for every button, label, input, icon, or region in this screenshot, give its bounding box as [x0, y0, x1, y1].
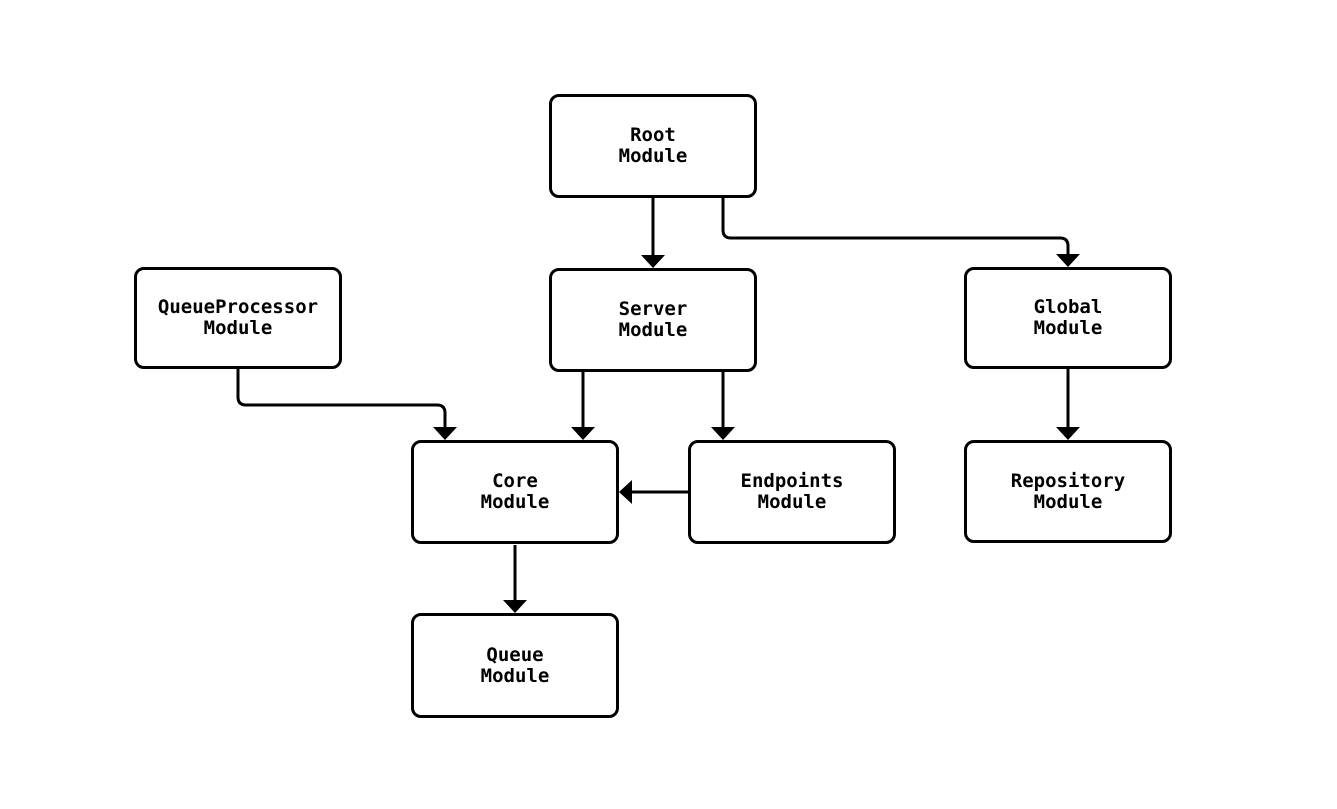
node-queueprocessor-module: QueueProcessor Module [134, 267, 342, 369]
node-label: Module [1033, 317, 1103, 339]
node-label: Module [203, 317, 273, 339]
node-label: Module [480, 664, 550, 687]
node-root-module: Root Module [549, 94, 757, 198]
arrowhead-root-to-global [1056, 254, 1080, 267]
node-label: Endpoints [740, 470, 844, 492]
node-label: Core [492, 470, 538, 492]
arrowhead-queueprocessor-to-core [433, 427, 457, 440]
node-label: Global [1033, 296, 1103, 318]
node-core-module: Core Module [411, 440, 619, 544]
node-server-module: Server Module [549, 268, 757, 372]
node-label: Server [618, 298, 688, 320]
node-label: Module [618, 145, 688, 167]
arrowhead-server-to-endpoints [711, 427, 735, 440]
node-label: Root [630, 124, 676, 146]
node-label: Module [1033, 490, 1103, 513]
node-global-module: Global Module [964, 267, 1172, 369]
node-label: Repository [1010, 469, 1126, 492]
node-label: QueueProcessor [157, 296, 319, 318]
arrowhead-server-to-core [571, 427, 595, 440]
arrowhead-core-to-queue [503, 600, 527, 613]
node-label: Module [480, 491, 550, 513]
node-endpoints-module: Endpoints Module [688, 440, 896, 544]
edge-queueprocessor-to-core [236, 369, 447, 427]
arrowhead-endpoints-to-core [619, 480, 632, 504]
node-repository-module: Repository Module [964, 440, 1172, 543]
node-label: Queue [486, 643, 544, 666]
arrowhead-global-to-repository [1056, 427, 1080, 440]
arrowhead-root-to-server [641, 255, 665, 268]
edge-root-to-global [721, 198, 1070, 254]
node-label: Module [757, 491, 827, 513]
node-queue-module: Queue Module [411, 613, 619, 718]
node-label: Module [618, 319, 688, 341]
